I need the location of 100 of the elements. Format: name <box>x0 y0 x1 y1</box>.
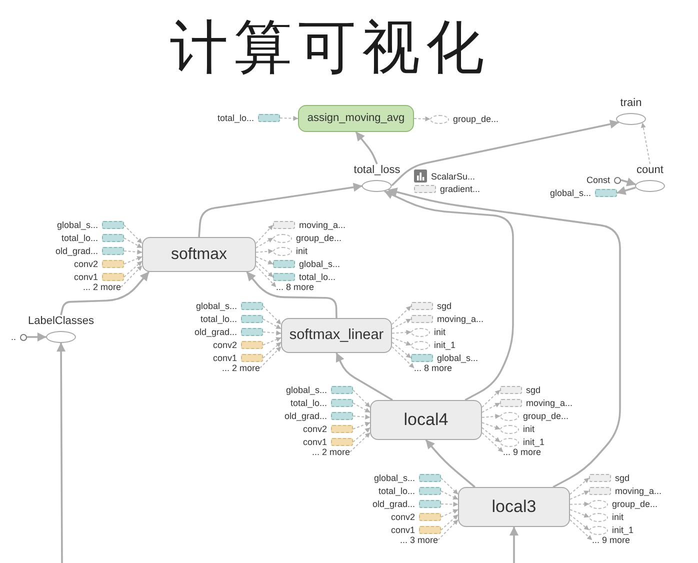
node-label: init <box>434 327 446 337</box>
dashed-arrow <box>124 238 142 248</box>
node-label: init <box>296 246 308 256</box>
arrow <box>616 186 636 195</box>
dashed-arrow <box>570 490 590 500</box>
node-label: conv2 <box>212 340 237 350</box>
dashed-arrow <box>570 478 590 495</box>
dashed-arrow <box>392 318 412 330</box>
dashed-arrow <box>262 337 282 346</box>
dashed-arrow <box>440 514 458 530</box>
node-label: ... 9 more <box>592 535 630 545</box>
node-label: old_grad... <box>55 246 98 256</box>
arrow <box>384 190 514 401</box>
dashed-arrow <box>482 402 500 413</box>
node-label: init_1 <box>523 437 545 447</box>
dashed-arrow <box>124 256 142 264</box>
dashed-arrow <box>256 260 274 278</box>
node-label: sgd <box>526 385 541 395</box>
dashed-arrow <box>120 265 142 288</box>
dashed-arrow <box>352 402 370 413</box>
node-label: moving_a... <box>615 486 662 496</box>
dashed-arrow <box>482 432 504 452</box>
node-label: ScalarSu... <box>431 171 476 181</box>
dashed-arrow <box>440 490 458 500</box>
node-label: total_lo... <box>290 398 327 408</box>
node-label: old_grad... <box>194 327 237 337</box>
dashed-arrow <box>482 427 500 442</box>
node-label: Const <box>586 175 610 185</box>
node-label: softmax <box>170 244 227 264</box>
dashed-arrow <box>352 390 370 408</box>
dashed-arrow <box>392 306 412 325</box>
node-label: global_s... <box>550 188 591 198</box>
arrow <box>27 332 46 342</box>
node-label: global_s... <box>299 259 340 269</box>
node-label: init <box>523 424 535 434</box>
node-label: softmax_linear <box>289 326 384 344</box>
node-label: total_lo... <box>378 486 415 496</box>
node-label: ... 2 more <box>222 363 260 373</box>
dashed-arrow <box>124 224 142 244</box>
node-label: conv1 <box>74 272 98 282</box>
node-label: total_lo... <box>217 113 254 123</box>
node-label: conv2 <box>390 512 415 522</box>
node-label: assign_moving_avg <box>307 112 405 126</box>
dashed-arrow <box>570 509 590 518</box>
node-label: total_lo... <box>299 272 336 282</box>
arrow <box>56 342 66 563</box>
node-label: global_s... <box>437 353 478 363</box>
dashed-arrow <box>438 519 458 540</box>
node-label: sgd <box>615 473 630 483</box>
dashed-arrow <box>482 390 500 408</box>
node-label: group_de... <box>523 411 569 421</box>
arrow <box>391 120 620 186</box>
dashed-arrow <box>256 224 274 244</box>
node-label: moving_a... <box>299 220 346 230</box>
arrow <box>246 271 338 318</box>
node-label: train <box>620 97 642 109</box>
dashed-arrow <box>352 414 370 420</box>
arrow <box>198 182 362 238</box>
dashed-arrow <box>392 342 412 358</box>
node-label: local3 <box>492 496 536 518</box>
node-label: ... 3 more <box>400 535 438 545</box>
node-label: total_lo... <box>200 314 237 324</box>
dashed-arrow <box>124 260 142 278</box>
dashed-arrow <box>262 318 282 330</box>
dashed-arrow <box>640 122 650 164</box>
dashed-arrow <box>352 422 370 430</box>
node-label: conv1 <box>390 525 415 535</box>
dashed-arrow <box>262 306 282 325</box>
dashed-arrow <box>392 337 412 346</box>
dashed-arrow <box>440 502 458 507</box>
node-label: conv2 <box>302 424 327 434</box>
arrow <box>425 439 476 488</box>
node-label: global_s... <box>56 220 98 230</box>
dashed-arrow <box>392 346 414 368</box>
node-label: .. <box>10 332 16 342</box>
node-label: ... 8 more <box>414 363 452 373</box>
node-label: old_grad... <box>284 411 327 421</box>
dashed-arrow <box>262 342 282 358</box>
node-label: group_de... <box>453 114 499 124</box>
node-label: moving_a... <box>437 314 484 324</box>
arrow <box>620 178 636 186</box>
node-label: sgd <box>437 301 452 311</box>
dashed-arrow <box>440 509 458 518</box>
arrow <box>355 131 378 164</box>
node-label: LabelClasses <box>28 315 94 327</box>
node-label: local4 <box>404 410 448 430</box>
node-label: global_s... <box>196 301 237 311</box>
arrow <box>388 188 621 488</box>
node-label: init <box>612 512 624 522</box>
dashed-arrow <box>260 346 282 368</box>
dashed-arrow <box>262 330 282 336</box>
node-label: ... 2 more <box>312 447 350 457</box>
dashed-arrow <box>482 414 500 419</box>
node-label: moving_a... <box>526 398 573 408</box>
dashed-arrow <box>352 427 370 442</box>
diagram-title: 计算可视化 <box>170 16 490 80</box>
node-label: group_de... <box>296 233 342 243</box>
arrow <box>510 526 518 563</box>
node-label: group_de... <box>612 499 658 509</box>
node-label: ... 9 more <box>503 447 542 457</box>
